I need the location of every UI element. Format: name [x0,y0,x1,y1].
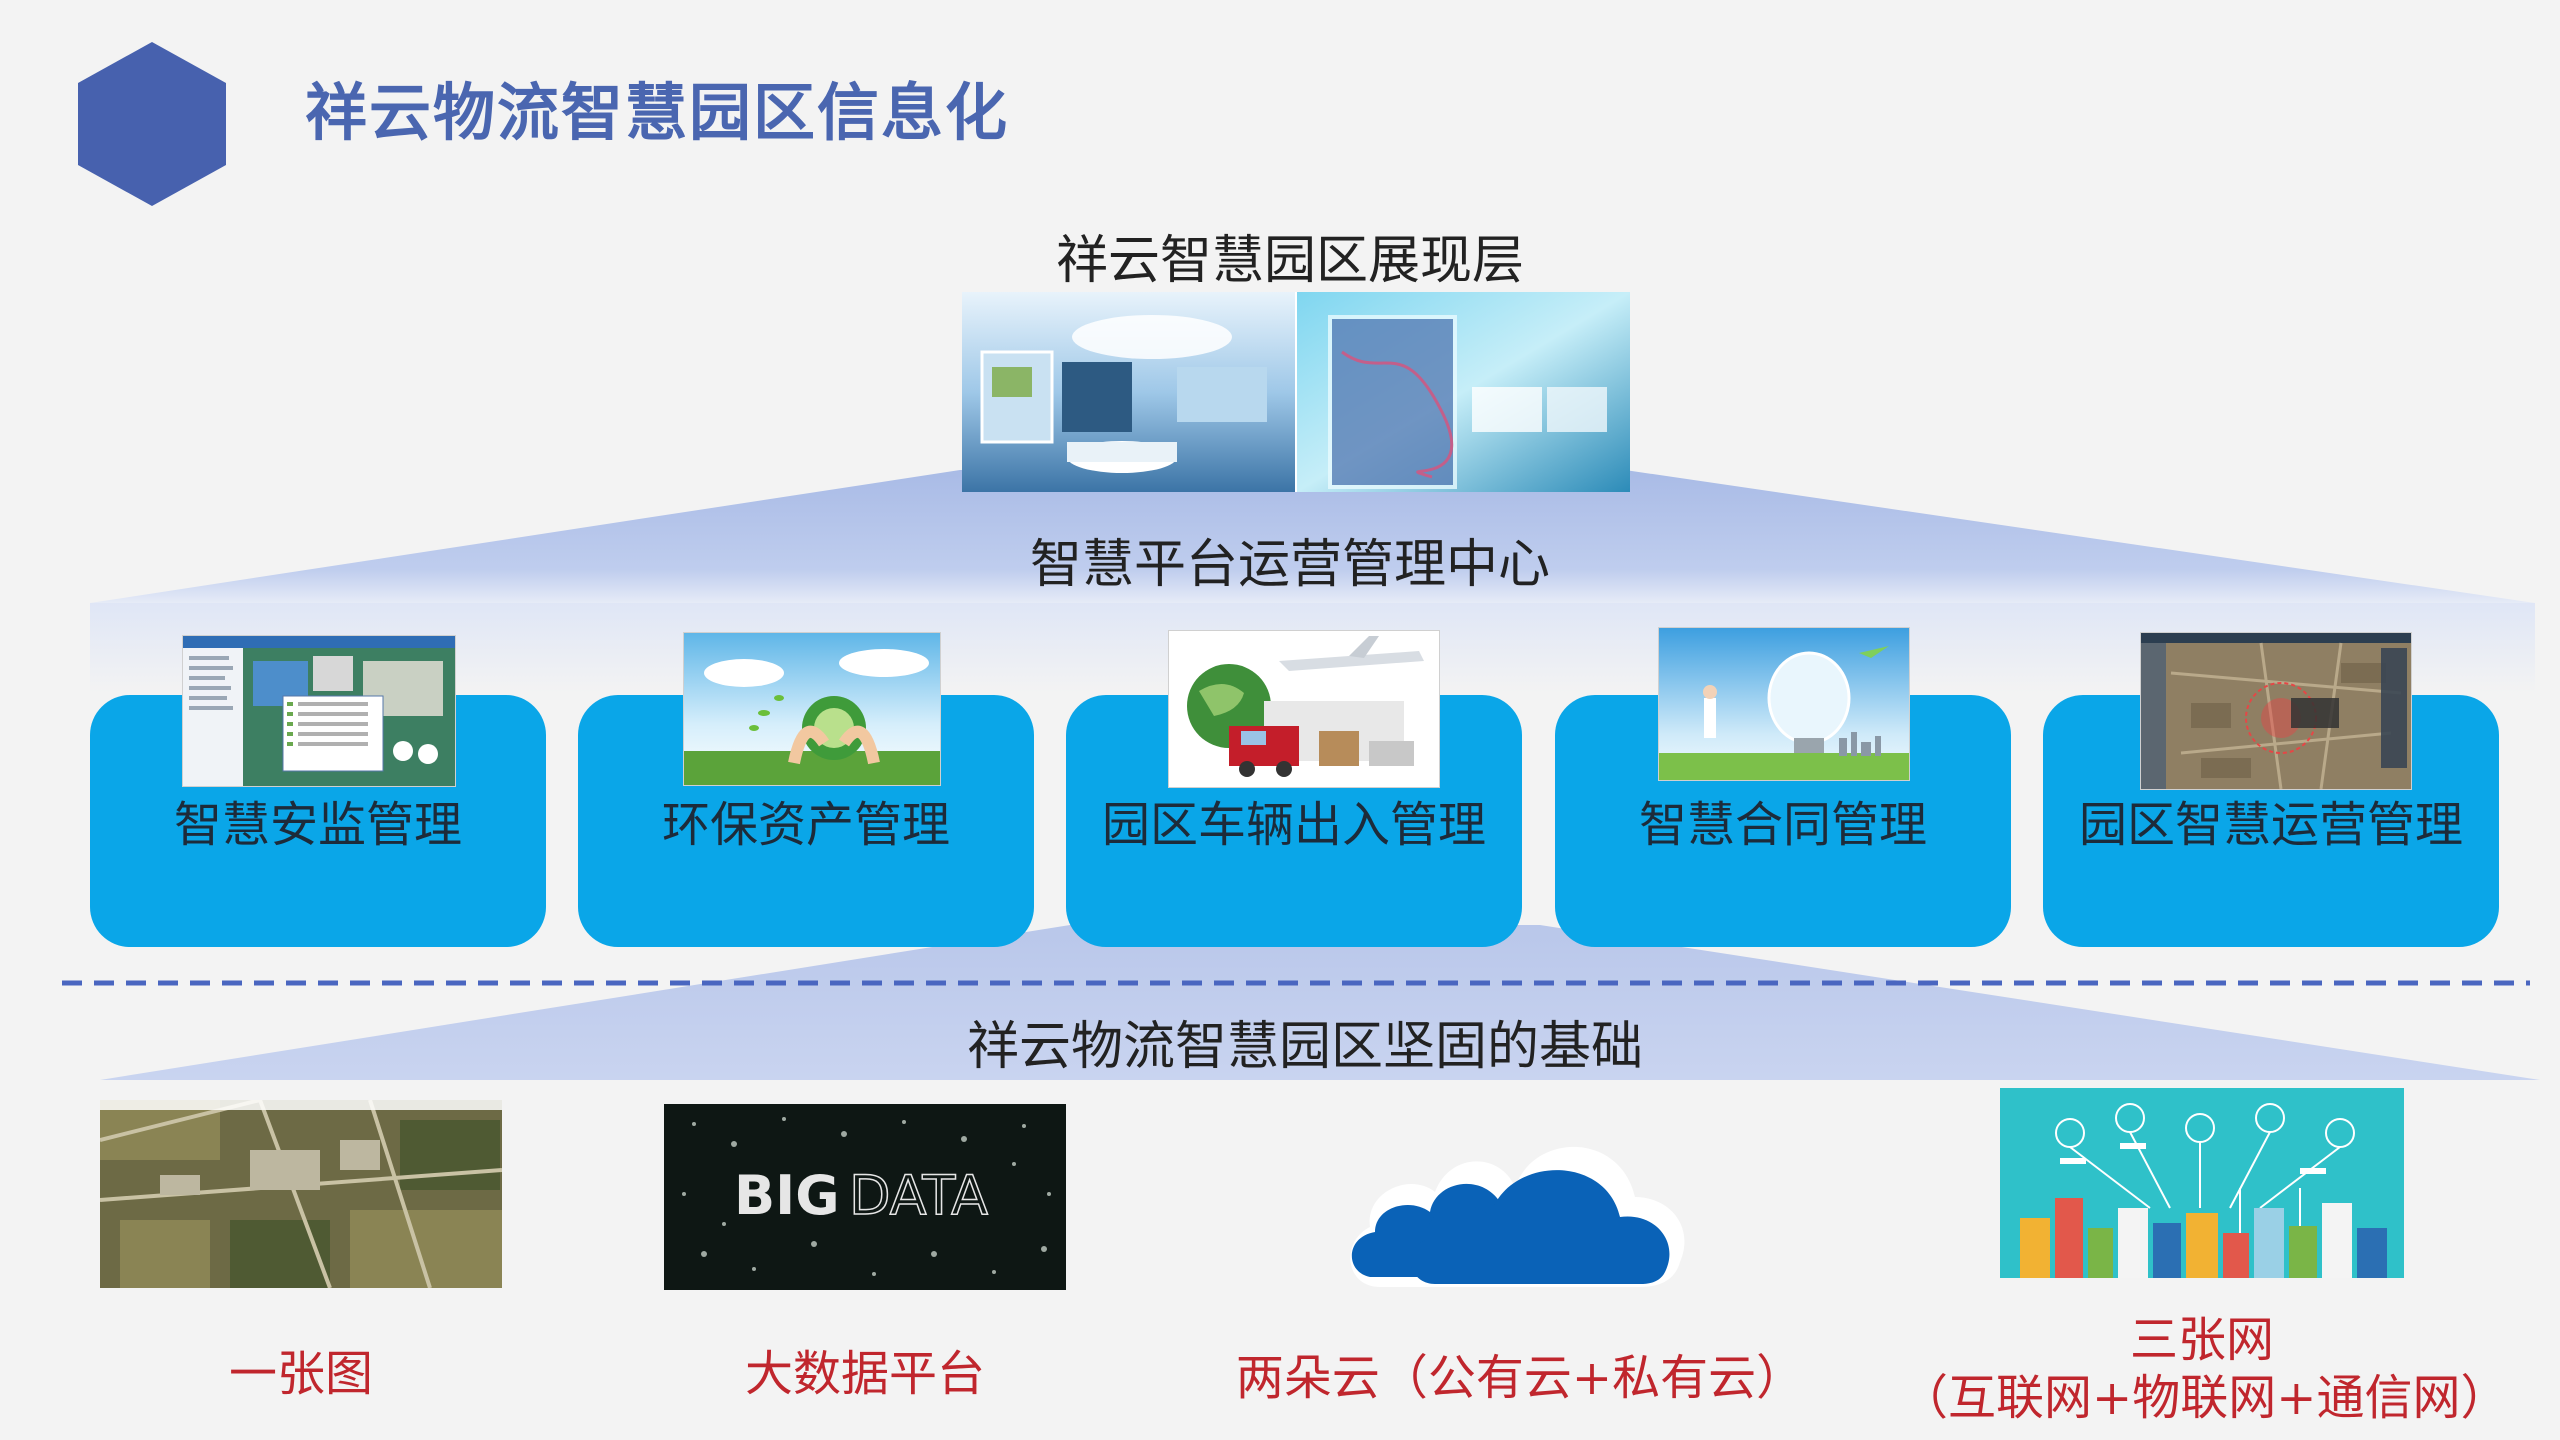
big-data-text-data: DATA [849,1164,988,1227]
module-label-safety: 智慧安监管理 [173,797,462,853]
hexagon-logo-icon [78,42,226,206]
module-label-operations: 园区智慧运营管理 [2078,797,2463,853]
foundation-label-big-data: 大数据平台 [744,1346,985,1402]
monitoring-software-screenshot-icon [182,635,456,787]
energy-lightbulb-photo-icon [1658,627,1910,781]
cloud-icon [1350,1146,1685,1287]
foundation-label: 祥云物流智慧园区坚固的基础 [966,1017,1643,1077]
foundation-label-three-networks-detail: （互联网+物联网+通信网） [1900,1370,2509,1426]
foundation-label-one-map: 一张图 [228,1346,373,1402]
module-label-vehicle: 园区车辆出入管理 [1101,797,1486,853]
module-label-contract: 智慧合同管理 [1638,797,1927,853]
display-layer-label: 祥云智慧园区展现层 [1055,231,1524,291]
gis-map-screenshot-icon [2140,632,2412,790]
module-label-environment: 环保资产管理 [661,797,950,853]
satellite-map-icon [100,1100,502,1288]
foundation-wedge [100,925,2540,1080]
foundation-label-three-networks: 三张网 [2129,1312,2274,1368]
operations-center-label: 智慧平台运营管理中心 [1029,535,1550,595]
operations-wedge [90,470,2535,603]
big-data-text-big: BIG [734,1164,840,1227]
green-environment-photo-icon [683,632,941,786]
smart-city-infographic-icon [2000,1088,2404,1278]
foundation-label-two-clouds: 两朵云（公有云+私有云） [1235,1350,1805,1406]
big-data-image-icon: BIG DATA [664,1104,1066,1290]
page-title: 祥云物流智慧园区信息化 [305,76,1010,149]
logistics-vehicles-photo-icon [1168,630,1440,788]
exhibition-hall-photo-icon [962,292,1630,492]
